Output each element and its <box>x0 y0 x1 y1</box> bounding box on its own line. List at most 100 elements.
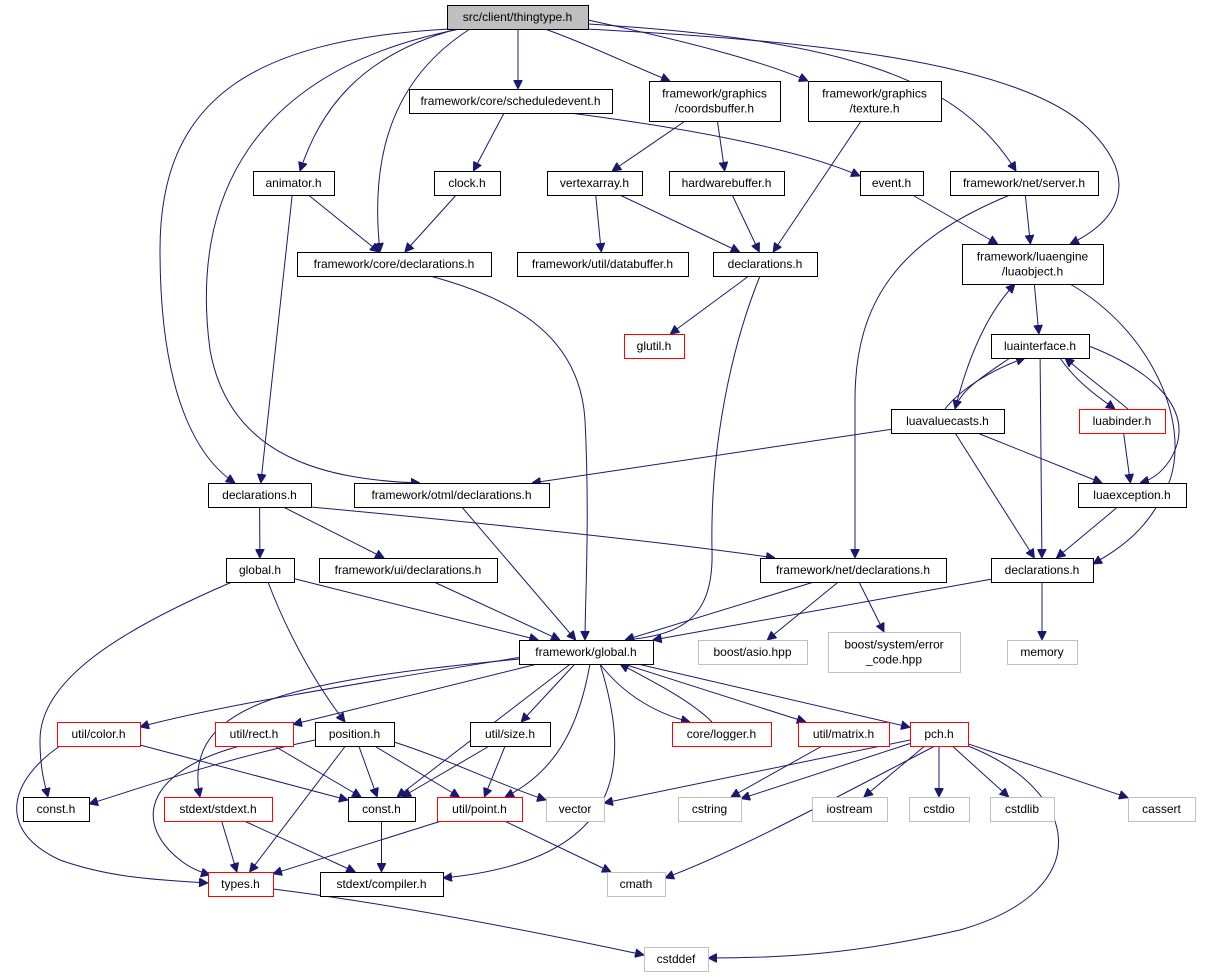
edge-schedev-to-event <box>569 112 860 176</box>
edge-clock-to-coredecl <box>405 194 457 252</box>
node-box <box>669 171 785 196</box>
edge-rect-to-consth2 <box>274 745 361 797</box>
edge-pch-to-vector <box>604 739 911 803</box>
node-types[interactable]: types.h <box>208 872 274 897</box>
node-animator[interactable]: animator.h <box>253 171 335 196</box>
node-clock[interactable]: clock.h <box>434 171 501 196</box>
node-root[interactable]: src/client/thingtype.h <box>447 5 589 30</box>
node-matrix[interactable]: util/matrix.h <box>798 722 890 747</box>
node-layer: src/client/thingtype.h framework/core/sch… <box>23 5 1196 972</box>
node-pch[interactable]: pch.h <box>910 722 969 747</box>
edge-animator-to-clientdecl <box>261 194 293 483</box>
node-glutil[interactable]: glutil.h <box>624 334 685 359</box>
node-box <box>1078 483 1187 508</box>
node-box <box>519 640 654 665</box>
node-netdecl[interactable]: framework/net/declarations.h <box>760 558 947 583</box>
edge-color-to-consth2 <box>139 744 348 800</box>
node-schedev[interactable]: framework/core/scheduledevent.h <box>409 89 613 114</box>
node-compiler[interactable]: stdext/compiler.h <box>320 872 444 897</box>
node-box <box>991 558 1094 583</box>
node-logger[interactable]: core/logger.h <box>672 722 772 747</box>
node-cstdlib[interactable]: cstdlib <box>990 797 1055 822</box>
edge-luavaluecasts-to-luaexception <box>977 432 1102 483</box>
node-box <box>319 558 498 583</box>
node-luainterface[interactable]: luainterface.h <box>991 334 1090 359</box>
node-uidecl[interactable]: framework/ui/declarations.h <box>319 558 498 583</box>
node-luaexception[interactable]: luaexception.h <box>1078 483 1187 508</box>
node-label: luainterface.h <box>1004 339 1076 353</box>
node-point[interactable]: util/point.h <box>437 797 523 822</box>
node-vertexarray[interactable]: vertexarray.h <box>547 171 643 196</box>
node-asio[interactable]: boost/asio.hpp <box>698 640 808 665</box>
node-label: /luaobject.h <box>1002 265 1063 279</box>
node-box <box>962 244 1104 285</box>
node-luadecl[interactable]: declarations.h <box>991 558 1094 583</box>
node-iostream[interactable]: iostream <box>812 797 888 822</box>
node-hwbuffer[interactable]: hardwarebuffer.h <box>669 171 785 196</box>
node-luaobject[interactable]: framework/luaengine/luaobject.h <box>962 244 1104 285</box>
node-label: util/color.h <box>71 727 125 741</box>
node-fwglobal[interactable]: framework/global.h <box>519 640 654 665</box>
node-label: framework/graphics <box>662 87 767 101</box>
node-luabinder[interactable]: luabinder.h <box>1079 409 1166 434</box>
node-position[interactable]: position.h <box>315 722 395 747</box>
node-errorcode[interactable]: boost/system/error_code.hpp <box>828 632 961 673</box>
node-label: util/size.h <box>485 727 535 741</box>
edge-hwbuffer-to-gfxdecl <box>731 194 759 252</box>
node-luavaluecasts[interactable]: luavaluecasts.h <box>891 409 1005 434</box>
node-box <box>354 483 550 508</box>
node-size[interactable]: util/size.h <box>470 722 551 747</box>
node-box <box>57 722 141 747</box>
node-gfxdecl[interactable]: declarations.h <box>713 252 818 277</box>
node-cstdio[interactable]: cstdio <box>909 797 970 822</box>
node-cmath[interactable]: cmath <box>607 872 666 897</box>
node-box <box>672 722 772 747</box>
node-label: animator.h <box>265 176 321 190</box>
node-consth2[interactable]: const.h <box>348 797 416 822</box>
node-box <box>909 797 970 822</box>
node-consth1[interactable]: const.h <box>23 797 90 822</box>
edge-logger-to-fwglobal <box>620 664 713 723</box>
node-vector[interactable]: vector <box>546 797 605 822</box>
node-color[interactable]: util/color.h <box>57 722 141 747</box>
node-clientdecl[interactable]: declarations.h <box>208 483 312 508</box>
node-netserver[interactable]: framework/net/server.h <box>950 171 1099 196</box>
node-label: _code.hpp <box>865 653 922 667</box>
node-box <box>208 483 312 508</box>
node-coordsbuf[interactable]: framework/graphics/coordsbuffer.h <box>649 81 781 122</box>
edge-coordsbuf-to-vertexarray <box>612 120 686 171</box>
node-label: framework/otml/declarations.h <box>371 488 531 502</box>
node-box <box>297 252 492 277</box>
node-label: iostream <box>826 802 872 816</box>
edge-globalh-to-position <box>267 581 345 722</box>
node-box <box>320 872 444 897</box>
node-globalh[interactable]: global.h <box>226 558 295 583</box>
node-box <box>348 797 416 822</box>
edge-layer <box>16 19 1180 958</box>
edge-fwglobal-to-rect <box>293 663 538 724</box>
node-label: pch.h <box>924 727 953 741</box>
node-box <box>215 722 294 747</box>
node-event[interactable]: event.h <box>860 171 924 196</box>
node-cassert[interactable]: cassert <box>1128 797 1196 822</box>
node-databuffer[interactable]: framework/util/databuffer.h <box>517 252 689 277</box>
node-label: framework/net/server.h <box>963 176 1085 190</box>
node-label: luaexception.h <box>1093 488 1170 502</box>
edge-schedev-to-clock <box>473 112 505 171</box>
node-rect[interactable]: util/rect.h <box>215 722 294 747</box>
node-cstring[interactable]: cstring <box>678 797 742 822</box>
node-otmldecl[interactable]: framework/otml/declarations.h <box>354 483 550 508</box>
node-label: src/client/thingtype.h <box>463 10 572 24</box>
edge-size-to-consth2 <box>402 745 490 797</box>
node-cstddef[interactable]: cstddef <box>644 947 709 972</box>
node-coredecl[interactable]: framework/core/declarations.h <box>297 252 492 277</box>
edge-root-to-coordsbuf <box>544 28 670 81</box>
edge-fwglobal-to-size <box>521 663 576 722</box>
node-texture[interactable]: framework/graphics/texture.h <box>808 81 942 122</box>
node-box <box>990 797 1055 822</box>
node-memory[interactable]: memory <box>1007 640 1078 665</box>
node-label: util/rect.h <box>230 727 279 741</box>
edge-coordsbuf-to-hwbuffer <box>716 120 724 171</box>
edge-luainterface-to-luaexception <box>1088 345 1180 483</box>
node-stdext[interactable]: stdext/stdext.h <box>164 797 273 822</box>
